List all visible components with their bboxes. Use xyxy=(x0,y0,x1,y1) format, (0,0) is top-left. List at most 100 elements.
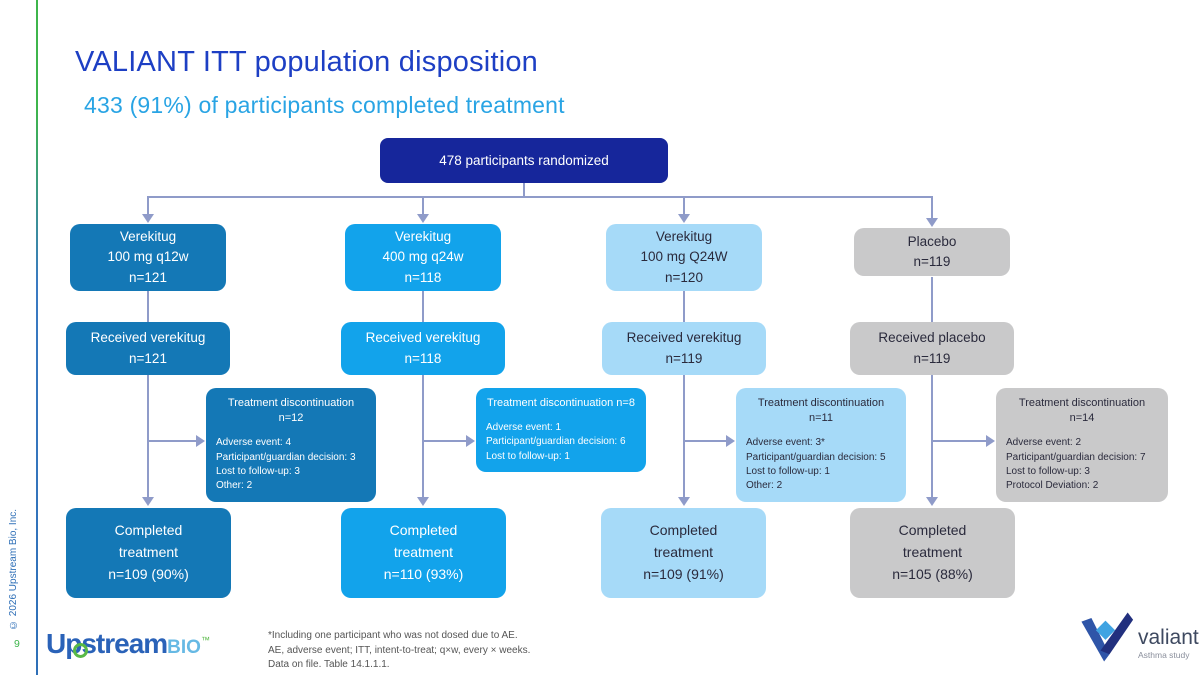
discontinuation-n: n=12 xyxy=(278,412,304,425)
completed-line: Completed xyxy=(898,522,967,539)
received-line: Received verekitug xyxy=(90,330,206,346)
valiant-tagline: Asthma study xyxy=(1138,650,1190,660)
connector-branch-4 xyxy=(931,440,987,442)
discontinuation-box-4: Treatment discontinuation n=14 Adverse e… xyxy=(996,388,1168,502)
received-line: Received verekitug xyxy=(626,330,742,346)
arrow-right-icon xyxy=(196,435,205,447)
arm-line: Placebo xyxy=(907,233,957,249)
arrow-down-icon xyxy=(926,497,938,506)
connector-trunk xyxy=(523,183,525,198)
connector-branch-1 xyxy=(147,440,197,442)
connector-received-completed-2 xyxy=(422,375,424,498)
connector-arm-received-3 xyxy=(683,291,685,322)
connector-drop-1 xyxy=(147,196,149,215)
completed-line: treatment xyxy=(653,544,714,561)
completed-line: n=110 (93%) xyxy=(383,565,464,582)
discontinuation-detail: Participant/guardian decision: 6 xyxy=(486,436,626,448)
discontinuation-box-3: Treatment discontinuation n=11 Adverse e… xyxy=(736,388,906,502)
arm-box-verekitug-100-q24w: Verekitug 100 mg Q24W n=120 xyxy=(606,224,762,291)
connector-drop-3 xyxy=(683,196,685,215)
completed-line: Completed xyxy=(389,522,458,539)
received-line: Received verekitug xyxy=(365,330,481,346)
connector-drop-2 xyxy=(422,196,424,215)
discontinuation-n: n=11 xyxy=(809,412,833,425)
discontinuation-detail: Protocol Deviation: 2 xyxy=(1006,480,1099,492)
arm-line: n=118 xyxy=(404,269,442,285)
connector-received-completed-3 xyxy=(683,375,685,498)
arrow-down-icon xyxy=(417,497,429,506)
discontinuation-detail: Adverse event: 1 xyxy=(486,422,562,434)
received-box-2: Received verekitug n=118 xyxy=(341,322,505,375)
completed-line: treatment xyxy=(118,544,179,561)
arm-line: n=119 xyxy=(913,254,951,269)
discontinuation-detail: Participant/guardian decision: 3 xyxy=(216,451,356,463)
arrow-down-icon xyxy=(142,214,154,223)
completed-box-4: Completed treatment n=105 (88%) xyxy=(850,508,1015,598)
discontinuation-title: Treatment discontinuation xyxy=(1018,397,1146,409)
completed-box-3: Completed treatment n=109 (91%) xyxy=(601,508,766,598)
connector-rail xyxy=(147,196,933,198)
arrow-down-icon xyxy=(142,497,154,506)
discontinuation-n: n=8 xyxy=(616,397,635,409)
valiant-v-icon xyxy=(1081,612,1134,662)
completed-line: Completed xyxy=(114,522,183,539)
arm-line: Verekitug xyxy=(655,229,713,245)
arm-line: 100 mg Q24W xyxy=(640,249,728,265)
page-number: 9 xyxy=(14,638,20,650)
arrow-right-icon xyxy=(986,435,995,447)
received-line: n=121 xyxy=(129,350,167,366)
discontinuation-detail: Adverse event: 2 xyxy=(1006,437,1082,449)
discontinuation-box-1: Treatment discontinuation n=12 Adverse e… xyxy=(206,388,376,502)
upstream-bio-logo: UpstreamBIO™ xyxy=(46,628,210,668)
footnote-line: AE, adverse event; ITT, intent-to-treat;… xyxy=(268,644,531,656)
discontinuation-box-2: Treatment discontinuation n=8 Adverse ev… xyxy=(476,388,646,473)
connector-received-completed-1 xyxy=(147,375,149,498)
discontinuation-detail: Participant/guardian decision: 7 xyxy=(1006,451,1146,463)
connector-arm-received-4 xyxy=(931,277,933,322)
discontinuation-title: Treatment discontinuation xyxy=(757,397,885,409)
arm-line: 100 mg q12w xyxy=(107,249,189,265)
upstream-bio-suffix: BIO xyxy=(167,637,201,658)
arm-line: Verekitug xyxy=(119,229,177,245)
footnote: *Including one participant who was not d… xyxy=(268,629,530,673)
connector-arm-received-1 xyxy=(147,291,149,322)
footnote-line: *Including one participant who was not d… xyxy=(268,630,518,641)
discontinuation-detail: Other: 2 xyxy=(746,480,783,492)
slide-title: VALIANT ITT population disposition xyxy=(75,46,538,78)
discontinuation-n: n=14 xyxy=(1069,412,1095,425)
completed-line: treatment xyxy=(902,544,963,561)
completed-line: n=109 (91%) xyxy=(643,565,724,582)
received-box-1: Received verekitug n=121 xyxy=(66,322,230,375)
arm-box-verekitug-400-q24w: Verekitug 400 mg q24w n=118 xyxy=(345,224,501,291)
completed-line: Completed xyxy=(649,522,718,539)
arrow-right-icon xyxy=(726,435,735,447)
received-box-4: Received placebo n=119 xyxy=(850,322,1014,375)
valiant-name: valiant xyxy=(1138,626,1199,649)
received-box-3: Received verekitug n=119 xyxy=(602,322,766,375)
arm-box-verekitug-100-q12w: Verekitug 100 mg q12w n=121 xyxy=(70,224,226,291)
discontinuation-detail: Lost to follow-up: 1 xyxy=(746,465,830,477)
discontinuation-detail: Participant/guardian decision: 5 xyxy=(746,451,886,463)
randomized-label: 478 participants randomized xyxy=(439,153,609,168)
connector-drop-4 xyxy=(931,196,933,219)
upstream-green-dot-icon xyxy=(73,643,88,658)
connector-branch-3 xyxy=(683,440,727,442)
arm-line: n=120 xyxy=(665,269,703,285)
connector-received-completed-4 xyxy=(931,375,933,498)
received-line: Received placebo xyxy=(878,330,986,346)
copyright-text: © 2026 Upstream Bio, Inc. xyxy=(8,508,19,630)
discontinuation-detail: Lost to follow-up: 3 xyxy=(216,465,300,477)
arm-line: 400 mg q24w xyxy=(382,249,464,265)
completed-line: n=105 (88%) xyxy=(892,565,973,582)
arrow-down-icon xyxy=(678,497,690,506)
arm-line: n=121 xyxy=(129,269,167,285)
completed-line: treatment xyxy=(393,544,454,561)
received-line: n=119 xyxy=(665,350,703,366)
discontinuation-title: Treatment discontinuation xyxy=(227,397,355,409)
completed-line: n=109 (90%) xyxy=(108,565,189,582)
discontinuation-detail: Lost to follow-up: 3 xyxy=(1006,465,1090,477)
discontinuation-detail: Other: 2 xyxy=(216,480,253,492)
discontinuation-title: Treatment discontinuation xyxy=(487,397,614,409)
slide-subtitle: 433 (91%) of participants completed trea… xyxy=(84,92,565,118)
completed-box-2: Completed treatment n=110 (93%) xyxy=(341,508,506,598)
